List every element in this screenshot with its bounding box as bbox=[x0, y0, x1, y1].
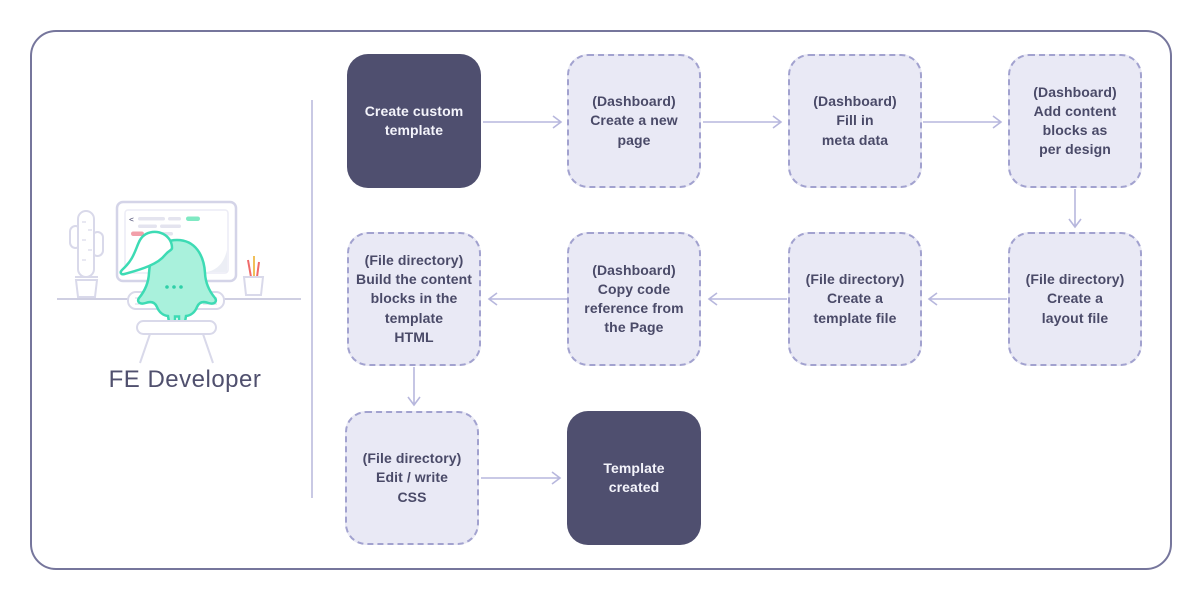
node-label: (File directory) Create a template file bbox=[805, 271, 905, 326]
mascot-body bbox=[119, 230, 218, 324]
cactus-spines bbox=[82, 221, 92, 261]
arrow-right-icon bbox=[483, 115, 563, 129]
arrow-right-icon bbox=[923, 115, 1003, 129]
actor-label: FE Developer bbox=[108, 366, 262, 393]
node-dashboard-copy-code-reference: (Dashboard) Copy code reference from the… bbox=[567, 232, 701, 366]
mascot-illustration: < /> bbox=[57, 200, 301, 364]
node-label: (File directory) Edit / write CSS bbox=[362, 450, 462, 505]
node-file-build-content-blocks: (File directory) Build the content block… bbox=[347, 232, 481, 366]
leaf-icon bbox=[119, 230, 174, 276]
arrow-left-icon bbox=[707, 292, 787, 306]
section-divider bbox=[311, 100, 313, 498]
arrow-left-icon bbox=[487, 292, 567, 306]
pen-cup-icon bbox=[242, 256, 265, 296]
node-dashboard-create-new-page: (Dashboard) Create a new page bbox=[567, 54, 701, 188]
arrow-right-icon bbox=[703, 115, 783, 129]
stool-icon bbox=[136, 320, 217, 364]
node-template-created: Template created bbox=[567, 411, 701, 545]
arrow-right-icon bbox=[481, 471, 562, 485]
node-label: Create custom template bbox=[364, 102, 464, 138]
node-label: (Dashboard) Create a new page bbox=[590, 93, 678, 148]
node-label: (File directory) Create a layout file bbox=[1025, 271, 1125, 326]
node-label: (Dashboard) Fill in meta data bbox=[813, 93, 897, 148]
node-file-edit-write-css: (File directory) Edit / write CSS bbox=[345, 411, 479, 545]
node-label: (File directory) Build the content block… bbox=[355, 252, 473, 345]
node-dashboard-add-content-blocks: (Dashboard) Add content blocks as per de… bbox=[1008, 54, 1142, 188]
svg-text:<: < bbox=[129, 215, 134, 224]
arrow-left-icon bbox=[927, 292, 1007, 306]
node-label: (Dashboard) Copy code reference from the… bbox=[584, 261, 684, 336]
node-create-custom-template: Create custom template bbox=[347, 54, 481, 188]
node-file-create-layout-file: (File directory) Create a layout file bbox=[1008, 232, 1142, 366]
node-dashboard-fill-meta-data: (Dashboard) Fill in meta data bbox=[788, 54, 922, 188]
node-label: (Dashboard) Add content blocks as per de… bbox=[1033, 83, 1117, 158]
mascot-face bbox=[165, 285, 183, 289]
page-corner bbox=[207, 250, 227, 272]
node-label: Template created bbox=[603, 459, 665, 495]
node-file-create-template-file: (File directory) Create a template file bbox=[788, 232, 922, 366]
cactus-icon bbox=[69, 210, 104, 298]
arrow-down-icon bbox=[1068, 189, 1082, 229]
arrow-down-icon bbox=[407, 367, 421, 407]
